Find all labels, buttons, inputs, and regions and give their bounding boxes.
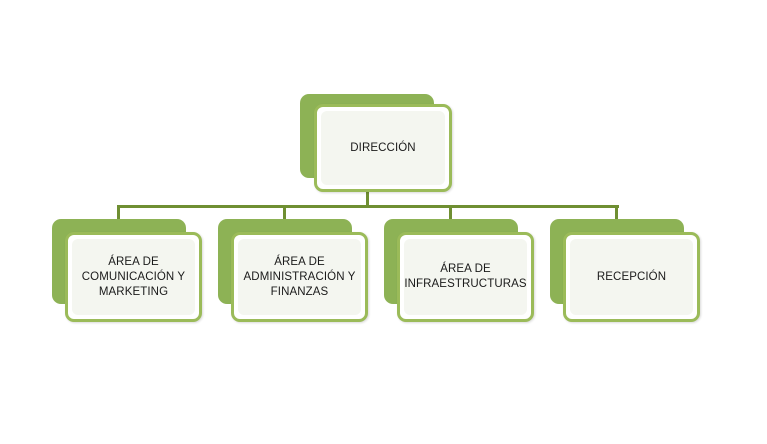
connector-drop-1: [117, 205, 120, 221]
connector-drop-3: [449, 205, 452, 221]
connector-drop-2: [283, 205, 286, 221]
connector-drop-4: [615, 205, 618, 221]
node-box: ÁREA DE COMUNICACIÓN Y MARKETING: [65, 232, 202, 322]
node-label: ÁREA DE COMUNICACIÓN Y MARKETING: [81, 255, 186, 298]
node-box: ÁREA DE ADMINISTRACIÓN Y FINANZAS: [231, 232, 368, 322]
node-area-infraestructuras: ÁREA DE INFRAESTRUCTURAS: [384, 219, 534, 322]
connector-horizontal-bar: [117, 205, 619, 208]
node-label: RECEPCIÓN: [596, 270, 667, 283]
node-direccion: DIRECCIÓN: [300, 94, 452, 195]
node-fill: [72, 239, 195, 315]
node-fill: [570, 239, 693, 315]
node-fill: [238, 239, 361, 315]
node-fill: [321, 111, 445, 185]
node-box: DIRECCIÓN: [314, 104, 452, 192]
node-area-comunicacion-marketing: ÁREA DE COMUNICACIÓN Y MARKETING: [52, 219, 202, 322]
node-recepcion: RECEPCIÓN: [550, 219, 700, 322]
node-label: ÁREA DE ADMINISTRACIÓN Y FINANZAS: [243, 255, 356, 298]
node-box: RECEPCIÓN: [563, 232, 700, 322]
node-fill: [404, 239, 527, 315]
node-label: DIRECCIÓN: [350, 141, 416, 154]
node-area-administracion-finanzas: ÁREA DE ADMINISTRACIÓN Y FINANZAS: [218, 219, 368, 322]
node-label: ÁREA DE INFRAESTRUCTURAS: [404, 263, 527, 290]
node-box: ÁREA DE INFRAESTRUCTURAS: [397, 232, 534, 322]
connector-root-stem: [366, 190, 369, 206]
